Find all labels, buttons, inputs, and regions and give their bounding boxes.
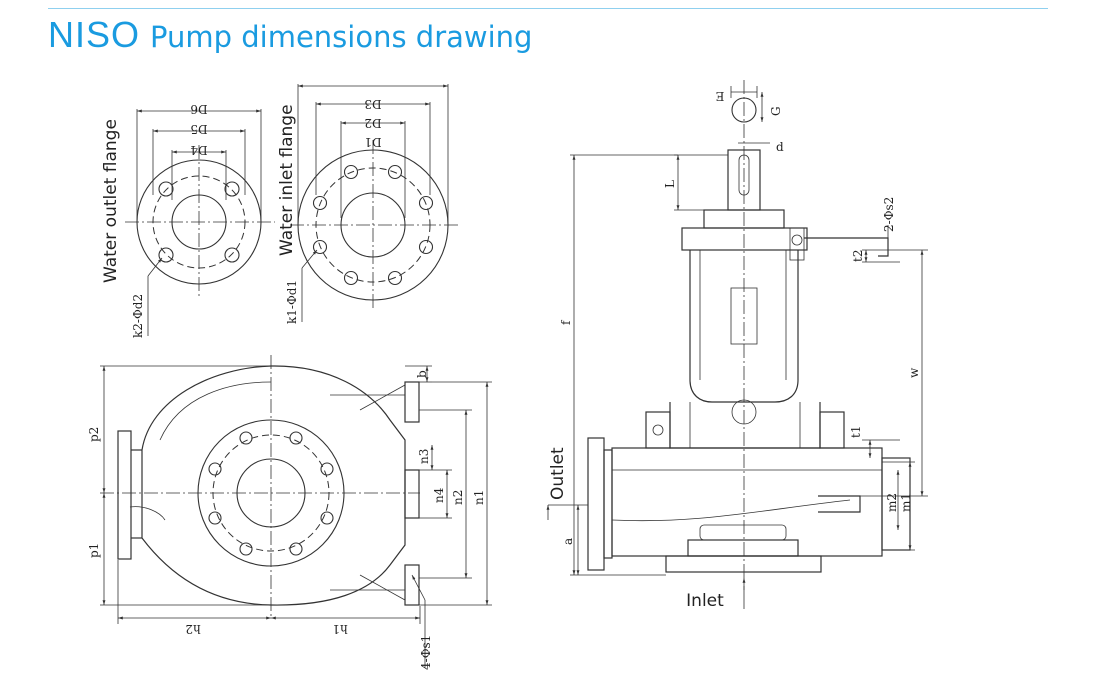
inlet-bolt-holes [312,164,434,286]
dim-b: b [415,370,429,378]
volute-bolt-holes [208,431,334,556]
dim-f: f [559,319,573,325]
brand-name: NISO [48,14,141,55]
outlet-label: Outlet [548,447,568,500]
side-view: E G d [546,80,928,611]
dim-p2: p2 [87,427,101,442]
dim-D3: D3 [364,97,381,111]
header-rule [48,8,1048,9]
dim-m2: m2 [885,493,899,512]
inlet-flange-caption: Water inlet flange [277,104,297,256]
volute-view: p2 p1 h2 h1 b n3 n4 n2 n1 4-Φs1 [87,355,492,670]
dim-n4: n4 [432,487,446,503]
dim-D1: D1 [364,135,381,149]
dim-w: w [907,367,921,378]
dim-D5: D5 [190,122,207,136]
dim-D4: D4 [190,143,208,157]
dim-n2: n2 [451,490,465,505]
drawing-title: Pump dimensions drawing [150,20,533,54]
dim-G: G [769,106,783,116]
page-title: NISO Pump dimensions drawing [48,14,532,58]
dim-m1: m1 [899,493,913,512]
dim-n3: n3 [417,449,431,464]
dim-p1: p1 [87,543,101,558]
dim-s1: 4-Φs1 [419,635,433,670]
dim-D2: D2 [364,116,381,130]
inlet-hole-label: k1-Φd1 [285,280,299,324]
dim-s2: 2-Φs2 [882,197,896,232]
dim-a: a [561,538,575,545]
outlet-bolt-holes [158,181,240,263]
dim-L: L [663,180,677,188]
dim-E: E [716,89,725,103]
dim-h1: h1 [332,622,347,636]
inlet-flange-view: D1 D2 D3 Water inlet flange k1-Φd1 [277,84,458,324]
inlet-label: Inlet [686,591,724,611]
outlet-flange-caption: Water outlet flange [101,119,121,283]
dim-D6: D6 [190,102,207,116]
dim-t1: t1 [849,426,863,438]
dim-t2: t2 [851,250,865,262]
dim-h2: h2 [185,622,200,636]
outlet-hole-label: k2-Φd2 [131,294,145,338]
outlet-flange-view: D4 D5 D6 Water outlet flange k2-Φd2 [101,102,275,338]
dim-n1: n1 [472,490,486,505]
dim-d: d [776,140,784,154]
